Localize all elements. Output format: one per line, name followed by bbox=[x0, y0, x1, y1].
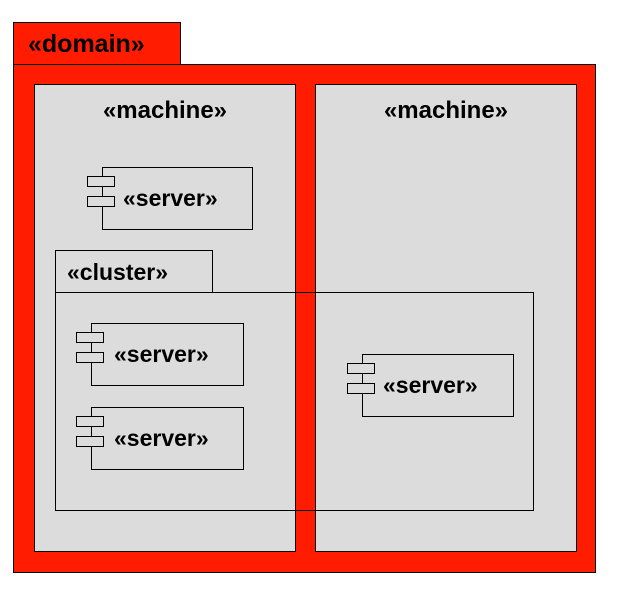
cluster-server-component: «server» bbox=[76, 323, 244, 386]
domain-label: «domain» bbox=[28, 29, 145, 58]
domain-package-tab: «domain» bbox=[13, 22, 181, 65]
cluster-server-component: «server» bbox=[347, 354, 514, 417]
cluster-label: «cluster» bbox=[67, 258, 169, 285]
server-label: «server» bbox=[114, 425, 209, 451]
component-icon bbox=[87, 176, 115, 212]
component-icon bbox=[347, 363, 375, 399]
cluster-package-tab: «cluster» bbox=[55, 250, 213, 293]
server-label: «server» bbox=[123, 185, 218, 211]
cluster-server-component: «server» bbox=[76, 407, 244, 470]
component-icon bbox=[76, 416, 104, 452]
server-component: «server» bbox=[87, 167, 253, 230]
component-icon bbox=[76, 332, 104, 368]
machine-left-label: «machine» bbox=[102, 97, 228, 124]
machine-right-label: «machine» bbox=[383, 97, 509, 124]
server-label: «server» bbox=[114, 341, 209, 367]
server-label: «server» bbox=[383, 372, 478, 398]
machine-node-left: «machine» bbox=[34, 84, 296, 552]
cluster-package-body bbox=[55, 292, 534, 511]
